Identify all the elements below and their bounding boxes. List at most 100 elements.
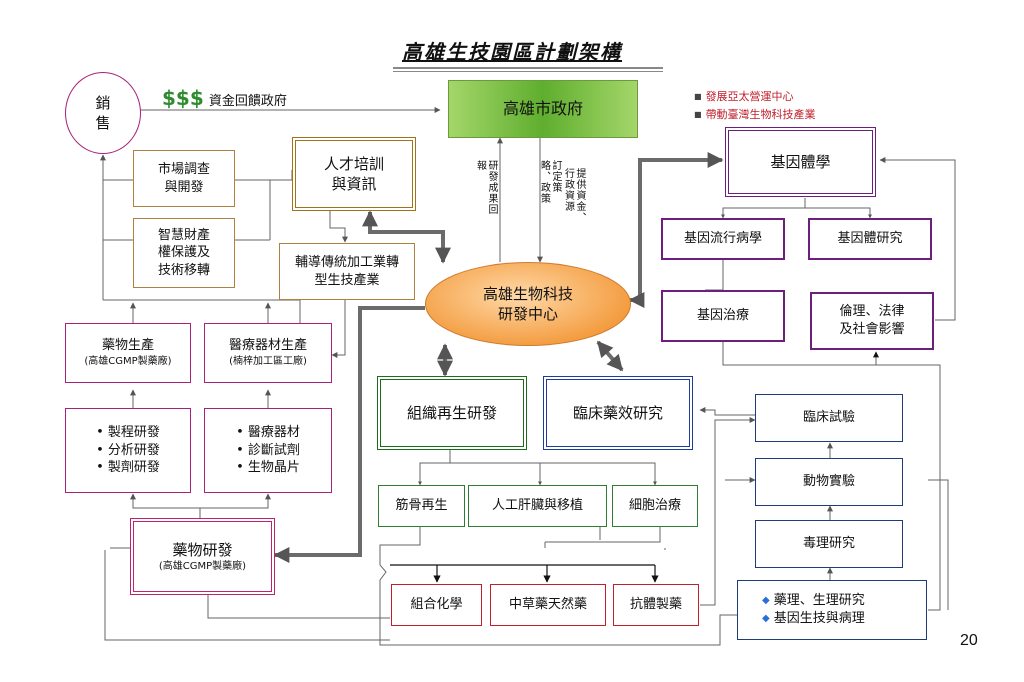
funding-symbol: $$$ <box>162 86 204 110</box>
note-text: 發展亞太營運中心 <box>705 90 794 103</box>
diamond-icon: ◆ <box>762 613 770 625</box>
gene-epidemiology-box: 基因流行病學 <box>661 218 785 260</box>
genomics-label: 基因體學 <box>770 152 831 171</box>
results-reported-label: 研發成果回報 <box>474 160 498 215</box>
drug-production-box: 藥物生產 (高雄CGMP製藥廠) <box>65 323 191 383</box>
clinical-trial-box: 臨床試驗 <box>755 394 903 442</box>
ethics-line-2: 及社會影響 <box>839 322 905 337</box>
drug-rd-box: 藥物研發 (高雄CGMP製藥廠) <box>130 518 275 595</box>
sales-line-2: 售 <box>95 114 111 132</box>
genome-research-label: 基因體研究 <box>837 231 903 247</box>
market-research-box: 市場調查 與開發 <box>133 150 235 207</box>
artificial-liver-label: 人工肝臟與移植 <box>491 498 583 514</box>
title-underline-thin <box>393 71 663 72</box>
market-line-2: 與開發 <box>164 179 204 195</box>
process-rd-item: •分析研發 <box>96 442 160 460</box>
title-underline <box>393 67 663 69</box>
ip-transfer-box: 智慧財產 權保護及 技術移轉 <box>133 218 235 288</box>
process-rd-box: •製程研發 •分析研發 •製劑研發 <box>65 408 191 493</box>
funding-admin-label: 提供資金、行政資源 <box>562 168 586 223</box>
cell-therapy-label: 細胞治療 <box>628 498 681 514</box>
antibody-drug-box: 抗體製藥 <box>613 584 699 626</box>
genomics-box: 基因體學 <box>725 127 876 197</box>
note-bullet: ■ <box>694 110 702 119</box>
genome-research-box: 基因體研究 <box>808 218 932 260</box>
bone-regeneration-label: 筋骨再生 <box>395 498 448 514</box>
sales-line-1: 銷 <box>95 93 111 112</box>
process-rd-label: 製程研發 <box>107 425 160 441</box>
drug-rd-line-2: (高雄CGMP製藥廠) <box>158 560 247 572</box>
pharmacology-box: ◆ 藥理、生理研究 ◆ 基因生技與病理 <box>737 580 927 640</box>
sales-node: 銷 售 <box>65 72 141 154</box>
note-bullet: ■ <box>694 92 702 101</box>
center-line-1: 高雄生物科技 <box>482 284 573 303</box>
guidance-line-2: 型生技產業 <box>314 272 380 288</box>
gene-epidemiology-label: 基因流行病學 <box>683 231 762 247</box>
bullet-icon: • <box>236 425 244 441</box>
industry-guidance-box: 輔導傳統加工業轉 型生技產業 <box>279 243 415 300</box>
pharmacology-label: 基因生技與病理 <box>773 611 865 626</box>
bone-regeneration-box: 筋骨再生 <box>378 485 465 527</box>
gene-therapy-box: 基因治療 <box>661 290 785 342</box>
pharmacology-label: 藥理、生理研究 <box>773 593 865 609</box>
rd-center-node: 高雄生物科技 研發中心 <box>425 262 631 346</box>
drug-production-line-1: 藥物生產 <box>101 338 154 354</box>
combinatorial-chemistry-label: 組合化學 <box>410 597 463 613</box>
bullet-icon: • <box>96 442 104 458</box>
talent-training-box: 人才培訓 與資訊 <box>292 137 416 211</box>
device-production-line-1: 醫療器材生產 <box>228 338 307 354</box>
market-line-1: 市場調查 <box>157 161 210 177</box>
funding-label: $$$ 資金回饋政府 <box>162 86 287 110</box>
government-label: 高雄市政府 <box>502 99 583 119</box>
animal-experiment-box: 動物實驗 <box>755 458 903 506</box>
device-rd-item: •醫療器材 <box>236 424 300 442</box>
talent-line-2: 與資訊 <box>331 175 377 193</box>
ethics-line-1: 倫理、法律 <box>839 304 905 320</box>
bullet-icon: • <box>236 442 244 458</box>
strategy-policy-label: 訂定策略、政策 <box>538 160 562 204</box>
note-text: 帶動臺灣生物科技產業 <box>705 108 816 121</box>
device-rd-item: •生物晶片 <box>236 459 300 477</box>
device-rd-label: 生物晶片 <box>247 460 300 476</box>
animal-experiment-label: 動物實驗 <box>802 474 855 490</box>
device-production-box: 醫療器材生產 (楠梓加工區工廠) <box>204 323 332 383</box>
artificial-liver-box: 人工肝臟與移植 <box>468 485 607 527</box>
device-rd-label: 醫療器材 <box>247 425 300 441</box>
process-rd-item: •製劑研發 <box>96 459 160 477</box>
page-title: 高雄生技園區計劃架構 <box>402 40 622 64</box>
page-number: 20 <box>960 632 978 649</box>
tissue-regeneration-label: 組織再生研發 <box>406 403 497 422</box>
talent-line-1: 人才培訓 <box>323 154 384 173</box>
herbal-medicine-label: 中草藥天然藥 <box>508 597 587 613</box>
note-item: ■ 帶動臺灣生物科技產業 <box>694 106 816 124</box>
gene-therapy-label: 基因治療 <box>696 308 749 324</box>
ip-line-2: 權保護及 <box>157 245 210 261</box>
pharmacology-item: ◆ 基因生技與病理 <box>762 610 865 628</box>
ip-line-1: 智慧財產 <box>157 227 210 243</box>
device-rd-item: •診斷試劑 <box>236 442 300 460</box>
ethics-box: 倫理、法律 及社會影響 <box>810 292 934 350</box>
government-box: 高雄市政府 <box>448 80 638 138</box>
ip-line-3: 技術移轉 <box>157 262 210 278</box>
notes-list: ■ 發展亞太營運中心 ■ 帶動臺灣生物科技產業 <box>694 88 816 124</box>
guidance-line-1: 輔導傳統加工業轉 <box>294 254 399 270</box>
bullet-icon: • <box>96 425 104 441</box>
bullet-icon: • <box>96 460 104 476</box>
tissue-regeneration-box: 組織再生研發 <box>377 376 527 450</box>
funding-text: 資金回饋政府 <box>208 94 287 109</box>
device-rd-label: 診斷試劑 <box>247 442 300 458</box>
antibody-drug-label: 抗體製藥 <box>629 597 682 613</box>
process-rd-label: 分析研發 <box>107 442 160 458</box>
toxicology-box: 毒理研究 <box>755 520 903 568</box>
device-production-line-2: (楠梓加工區工廠) <box>229 356 307 368</box>
clinical-trial-label: 臨床試驗 <box>802 410 855 426</box>
process-rd-label: 製劑研發 <box>107 460 160 476</box>
clinical-drug-label: 臨床藥效研究 <box>572 403 663 422</box>
process-rd-item: •製程研發 <box>96 424 160 442</box>
cell-therapy-box: 細胞治療 <box>612 485 698 527</box>
device-rd-box: •醫療器材 •診斷試劑 •生物晶片 <box>204 408 332 493</box>
clinical-drug-box: 臨床藥效研究 <box>543 376 693 450</box>
bullet-icon: • <box>236 460 244 476</box>
center-line-2: 研發中心 <box>497 305 558 323</box>
